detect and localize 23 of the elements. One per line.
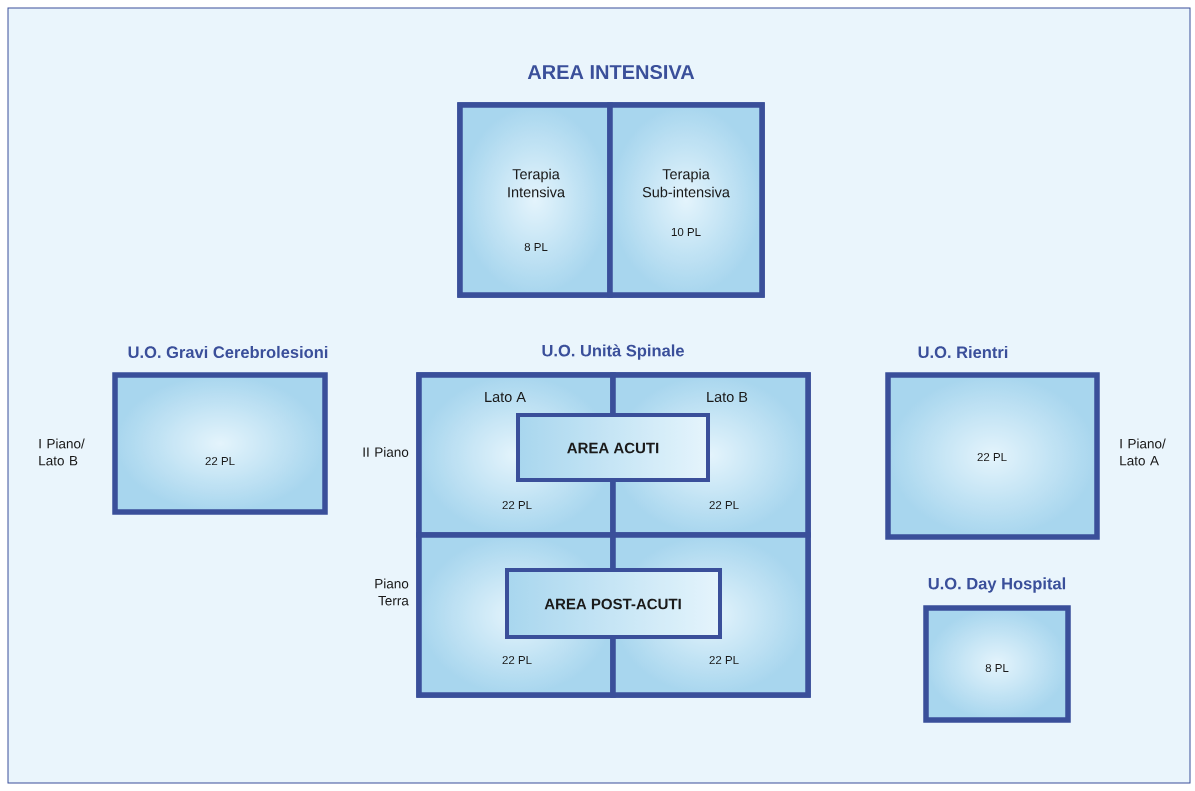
bed-count: 22 PL — [502, 656, 532, 664]
unit-label: Terapia Sub-intensiva — [642, 168, 730, 198]
unit-heading: U.O. Day Hospital — [928, 577, 1066, 593]
bed-count: 22 PL — [977, 453, 1007, 461]
unit-label: Terapia Intensiva — [508, 168, 565, 198]
unit-heading: U.O. Gravi Cerebrolesioni — [128, 345, 328, 359]
side-label: Lato B — [707, 391, 748, 403]
bed-count: 22 PL — [502, 501, 532, 509]
floor-label: I Piano/ Lato B — [39, 438, 85, 466]
bed-count: 8 PL — [985, 663, 1009, 673]
unit-heading: U.O. Rientri — [918, 345, 1008, 359]
floor-label: I Piano/ Lato A — [1120, 438, 1166, 466]
bed-count: 10 PL — [671, 227, 701, 237]
unit-heading: U.O. Unità Spinale — [542, 344, 684, 360]
bed-count: 22 PL — [205, 457, 235, 465]
floor-label: II Piano — [363, 447, 409, 457]
side-label: Lato A — [485, 391, 526, 403]
area-label: AREA ACUTI — [567, 442, 659, 454]
section-heading: AREA INTENSIVA — [527, 64, 695, 80]
bed-count: 22 PL — [709, 656, 739, 664]
bed-count: 22 PL — [709, 501, 739, 509]
bed-count: 8 PL — [524, 242, 548, 252]
area-label: AREA POST-ACUTI — [544, 598, 681, 610]
